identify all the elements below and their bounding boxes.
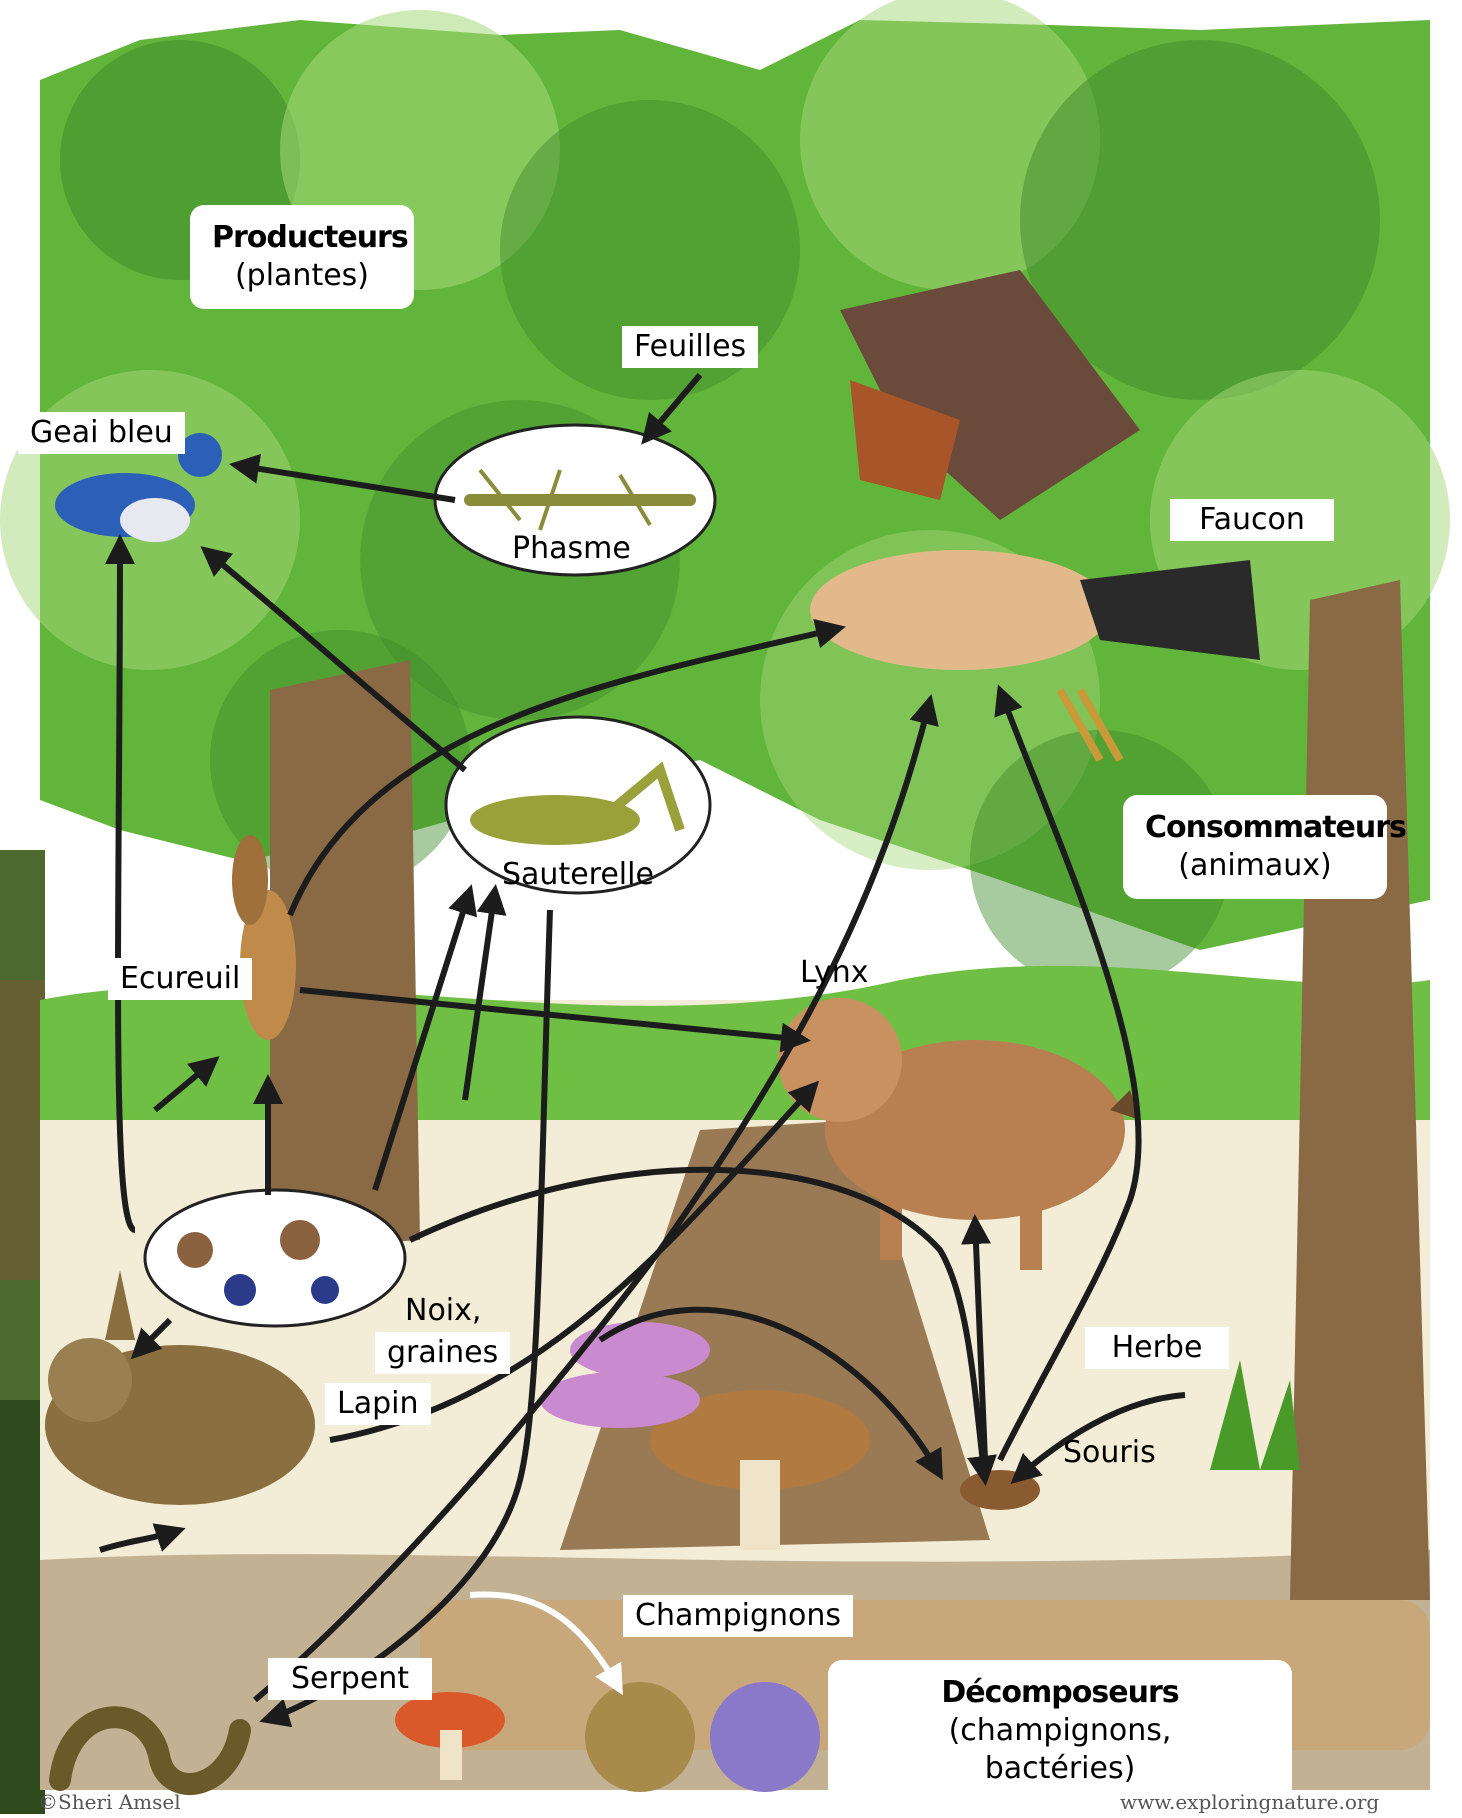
consumers-title: Consommateurs	[1145, 809, 1365, 847]
consumers-label-box: Consommateurs (animaux)	[1123, 795, 1387, 899]
phasme-label: Phasme	[512, 530, 631, 568]
lynx-label: Lynx	[800, 954, 868, 992]
decomposers-line3: bactéries)	[850, 1750, 1270, 1788]
noix-label-line1: Noix,	[405, 1292, 481, 1330]
decomposers-label-box: Décomposeurs (champignons, bactéries)	[828, 1660, 1292, 1802]
serpent-label: Serpent	[268, 1658, 432, 1700]
souris-label: Souris	[1063, 1434, 1156, 1472]
decomposers-line2: (champignons,	[850, 1712, 1270, 1750]
geai-bleu-label: Geai bleu	[18, 412, 185, 454]
faucon-label: Faucon	[1170, 499, 1334, 541]
credit-right: www.exploringnature.org	[1120, 1790, 1379, 1814]
lapin-label: Lapin	[325, 1383, 431, 1425]
decomposers-title: Décomposeurs	[850, 1674, 1270, 1712]
ecureuil-label: Ecureuil	[108, 958, 252, 1000]
sauterelle-label: Sauterelle	[502, 856, 654, 894]
herbe-label: Herbe	[1085, 1327, 1229, 1369]
consumers-subtitle: (animaux)	[1145, 847, 1365, 885]
producers-label-box: Producteurs (plantes)	[190, 205, 414, 309]
forest-photo-strip	[0, 850, 45, 1814]
champignons-label: Champignons	[623, 1595, 853, 1637]
feuilles-label: Feuilles	[622, 326, 758, 368]
nuts-seeds-icon	[145, 1190, 405, 1326]
producers-subtitle: (plantes)	[212, 257, 392, 295]
credit-left: ©Sheri Amsel	[38, 1790, 181, 1814]
producers-title: Producteurs	[212, 219, 392, 257]
noix-label-line2: graines	[375, 1332, 510, 1374]
mouse-icon	[960, 1470, 1040, 1510]
